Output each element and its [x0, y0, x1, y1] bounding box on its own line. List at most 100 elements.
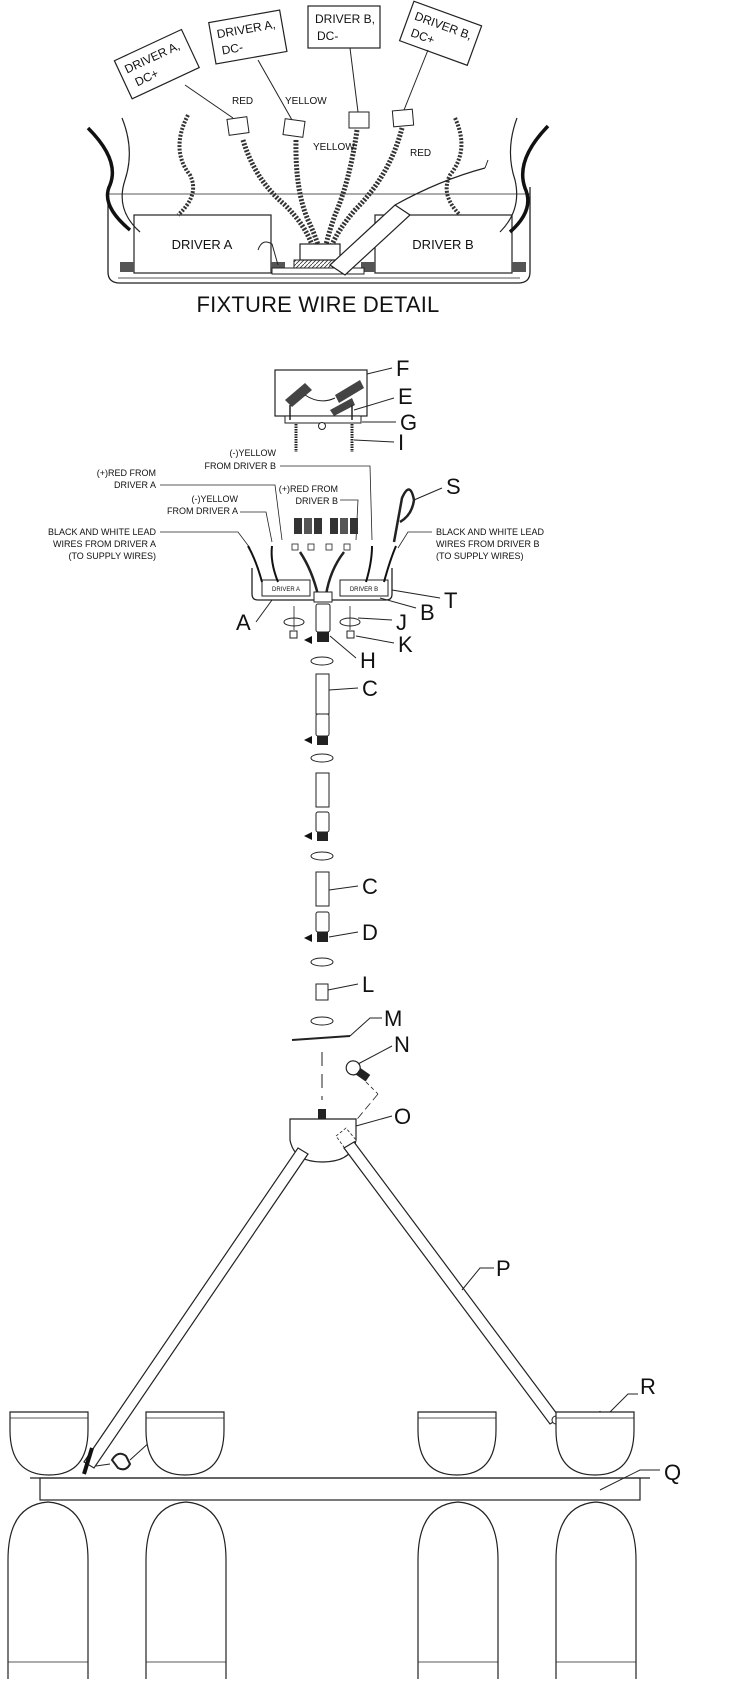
center-lead	[324, 551, 345, 596]
label-G: G	[400, 410, 417, 435]
wire-label-red-b: RED	[410, 148, 431, 159]
detail-driver-b-label: DRIVER B	[412, 237, 473, 252]
set-screw	[345, 1060, 371, 1082]
callout-red-b-1: (+)RED FROM	[279, 484, 338, 494]
shade-upper	[145, 1411, 225, 1476]
screw-path	[365, 1081, 379, 1095]
washer	[310, 957, 334, 967]
thread-arrow	[304, 636, 312, 644]
stem-nut	[315, 983, 329, 1001]
leader-n	[357, 1045, 393, 1065]
callout-bw-b-2: WIRES FROM DRIVER B	[436, 539, 540, 549]
label-A: A	[236, 610, 251, 635]
detail-braided-wire	[444, 117, 464, 217]
decorative-plate	[291, 1035, 351, 1041]
thread	[317, 736, 328, 745]
leader-t	[391, 589, 441, 599]
callout-yellow-a-1: (-)YELLOW	[191, 494, 238, 504]
flag-label-line2: DC-	[317, 29, 338, 43]
leader-q	[599, 1469, 660, 1491]
washer	[310, 753, 334, 763]
detail-bracket	[120, 262, 134, 272]
callout-bw-a-1: BLACK AND WHITE LEAD	[48, 527, 157, 537]
label-R2: R	[640, 1374, 656, 1399]
callout-bw-a-3: (TO SUPPLY WIRES)	[68, 551, 156, 561]
washer	[310, 851, 334, 861]
label-I: I	[398, 430, 404, 455]
callout-bw-b-3: (TO SUPPLY WIRES)	[436, 551, 524, 561]
shade-upper	[9, 1411, 89, 1476]
thread	[317, 932, 328, 942]
callout-red-b-2: DRIVER B	[295, 496, 338, 506]
label-F: F	[396, 356, 409, 381]
detail-braided-wire	[176, 114, 195, 217]
detail-white-wire	[499, 117, 518, 233]
leader-i	[353, 439, 395, 443]
label-O: O	[394, 1104, 411, 1129]
leader-bw-b	[397, 531, 432, 549]
flag-leader	[403, 49, 429, 111]
support-arm-left	[83, 1147, 309, 1469]
thread-arrow	[304, 934, 312, 942]
label-Q: Q	[664, 1460, 681, 1485]
detail-bracket	[271, 262, 285, 272]
flag-driver-a-dc-plus: DRIVER A, DC+	[113, 28, 201, 100]
leader-yellow-a	[240, 511, 273, 543]
leader-p	[461, 1267, 494, 1291]
arm-end-left	[82, 1447, 94, 1475]
thread	[317, 632, 329, 642]
leader-r	[607, 1393, 638, 1415]
shade-upper	[555, 1411, 635, 1476]
flag-leader	[349, 47, 359, 113]
detail-bracket	[361, 262, 375, 272]
callout-red-a-1: (+)RED FROM	[97, 468, 156, 478]
thread-arrow	[304, 832, 312, 840]
supply-wire-b	[383, 545, 397, 583]
leader-f	[366, 367, 393, 375]
detail-driver-a-box	[133, 214, 272, 274]
cap-nut	[289, 630, 298, 639]
label-J: J	[396, 610, 407, 635]
wire-label-red-a: RED	[232, 96, 253, 107]
detail-connector	[299, 243, 341, 261]
mounting-assembly: F E G I (-)YELLOW FROM DRIVER B (+)RED F…	[48, 356, 545, 657]
supply-wire-a	[247, 545, 263, 583]
lead-wire-a	[270, 545, 279, 583]
shade-lower	[7, 1501, 89, 1679]
detail-driver-a-label: DRIVER A	[172, 237, 233, 252]
label-S: S	[446, 474, 461, 499]
flag-label-line1: DRIVER B,	[315, 12, 375, 26]
flag-leader	[184, 84, 234, 119]
leader-c	[328, 687, 359, 691]
label-C2: C	[362, 874, 378, 899]
leader-m	[349, 1017, 382, 1037]
shade-lower	[145, 1501, 227, 1679]
callout-yellow-b-2: FROM DRIVER B	[204, 461, 276, 471]
leader-a	[255, 599, 273, 623]
leader-l	[327, 983, 359, 991]
leader-e	[353, 397, 395, 411]
callout-bw-b-1: BLACK AND WHITE LEAD	[436, 527, 545, 537]
fixture-wire-detail: DRIVER A DRIVER B	[86, 0, 550, 317]
s-hook	[110, 1452, 132, 1471]
leader-d	[328, 931, 359, 938]
washer	[310, 1016, 334, 1026]
label-H: H	[360, 648, 376, 673]
detail-housing	[107, 187, 531, 284]
wire-label-yellow-b: YELLOW	[313, 142, 355, 153]
stem-section	[315, 772, 330, 808]
leader-b	[379, 597, 417, 609]
detail-yellow-lead-a	[293, 139, 321, 246]
flag-leader	[257, 59, 293, 121]
label-P: P	[496, 1256, 511, 1281]
wire-nut	[335, 380, 364, 403]
stem-section	[315, 673, 330, 715]
hub-thread	[318, 1109, 326, 1119]
cap-nut	[346, 630, 355, 639]
detail-white-wire	[121, 117, 141, 233]
wire-nut	[285, 383, 312, 407]
crossbar	[284, 415, 362, 424]
shade-upper	[417, 1411, 497, 1476]
arms-and-bar: P R R Q	[7, 1141, 681, 1679]
